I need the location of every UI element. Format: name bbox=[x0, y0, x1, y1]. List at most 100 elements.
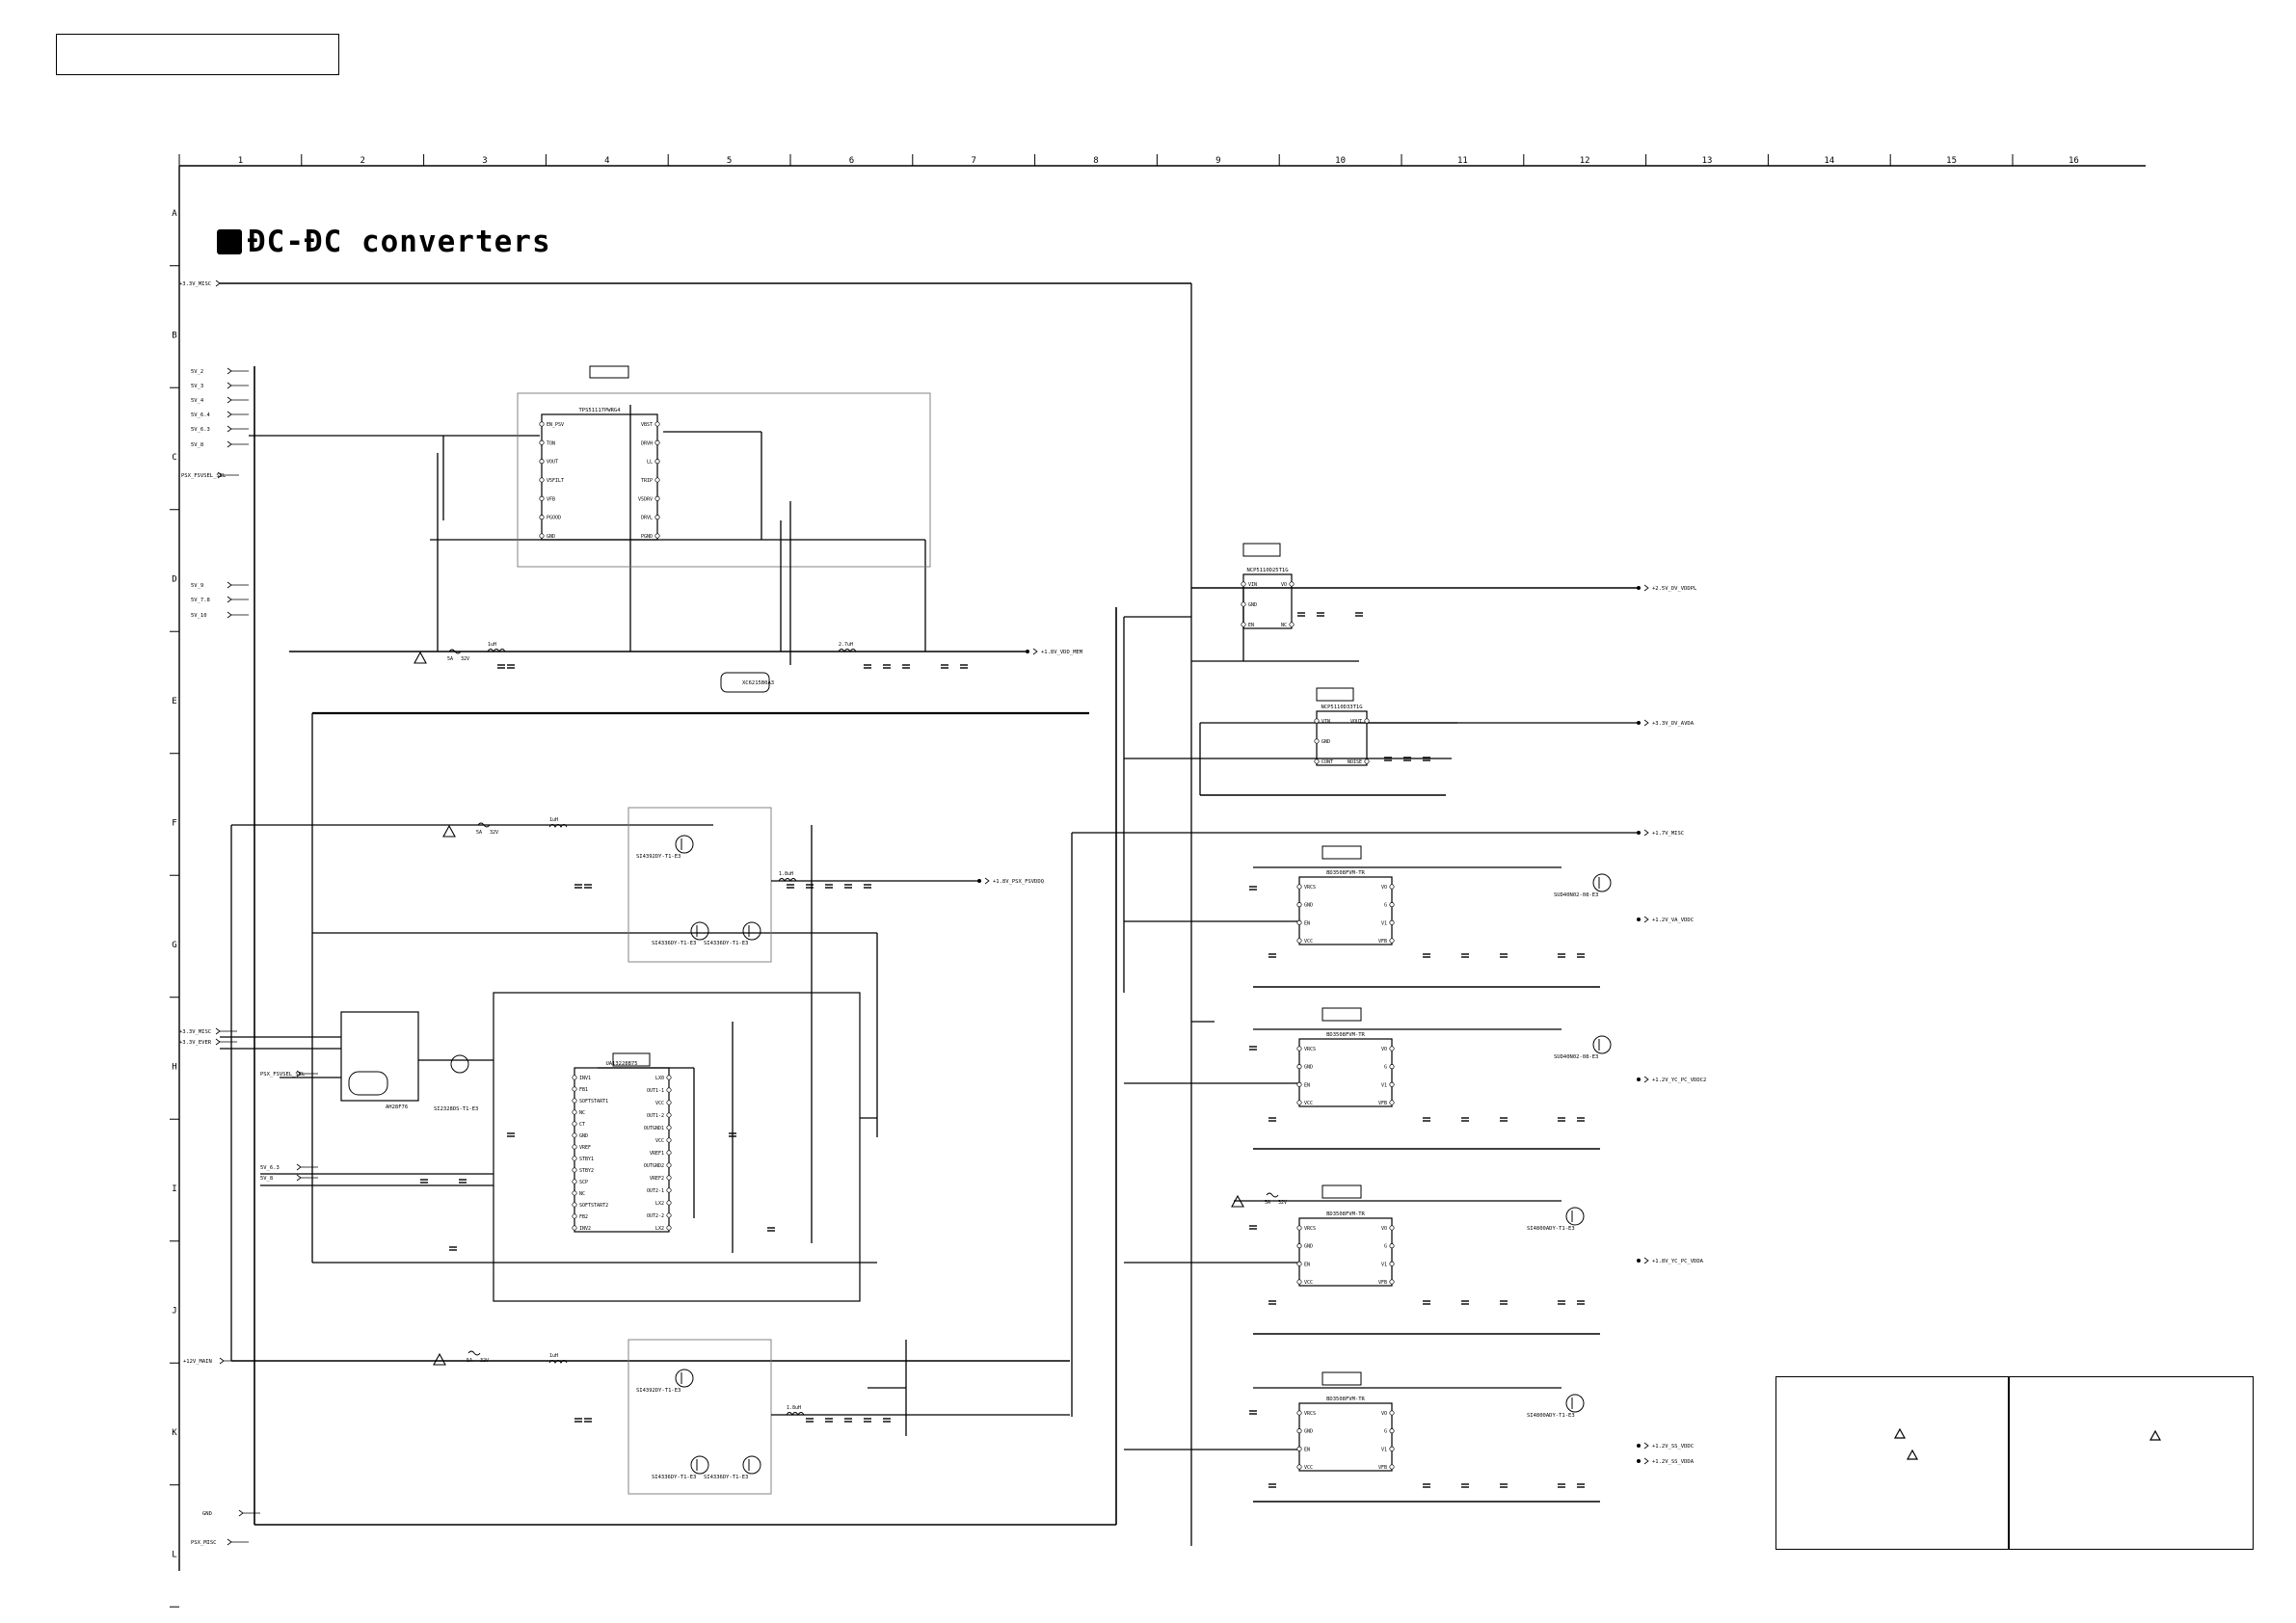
ic-pin-label: OUT2-1 bbox=[647, 1188, 664, 1194]
ic-pin bbox=[666, 1100, 672, 1105]
ic-pin bbox=[539, 495, 545, 501]
port-arrow bbox=[227, 382, 232, 389]
ic-pin bbox=[539, 533, 545, 539]
port-arrow bbox=[1643, 916, 1649, 923]
ic-pin-label: PGND bbox=[641, 534, 653, 540]
ic-pin-label: V5DRV bbox=[638, 496, 653, 502]
ic-pin-label: VFB bbox=[1378, 1465, 1387, 1471]
ic-pin-label: GND bbox=[1322, 739, 1330, 745]
transistor-label: XC6215B0A3 bbox=[742, 680, 774, 686]
ic-pin bbox=[1296, 1464, 1302, 1470]
ic-pin bbox=[572, 1109, 577, 1115]
ic-pin-label: CONT bbox=[1322, 759, 1333, 765]
ic-pin bbox=[539, 421, 545, 427]
mosfet-symbol bbox=[690, 921, 709, 941]
ic-pin bbox=[666, 1125, 672, 1131]
transistor-label: SI4336DY-T1-E3 bbox=[704, 1475, 748, 1480]
transistor-label: SI2328DS-T1-E3 bbox=[434, 1106, 478, 1112]
port-arrow bbox=[227, 411, 232, 418]
ic-pin bbox=[572, 1132, 577, 1138]
inductor-value: 2.7uH bbox=[839, 642, 853, 648]
ic-pin bbox=[572, 1190, 577, 1196]
ic-pin-label: SOFTSTART2 bbox=[579, 1203, 608, 1209]
row-label: L bbox=[172, 1551, 176, 1560]
ic-pin bbox=[1389, 1464, 1395, 1470]
ic-pin-label: VREF1 bbox=[650, 1151, 664, 1157]
output-port-label: +1.7V_MISC bbox=[1652, 831, 1684, 837]
ic-pin bbox=[539, 477, 545, 483]
fuse-voltage: 32V bbox=[480, 1358, 489, 1364]
ic-pin-label: DRVH bbox=[641, 440, 653, 446]
column-label: 4 bbox=[604, 156, 609, 166]
ic-pin bbox=[1296, 1046, 1302, 1051]
port-dot bbox=[1637, 1444, 1641, 1448]
ic-pin-label: SCP bbox=[579, 1180, 588, 1185]
inductor-symbol bbox=[548, 1360, 568, 1364]
input-port-label: 5V_9 bbox=[191, 583, 203, 589]
transistor-label: SI4336DY-T1-E3 bbox=[652, 1475, 696, 1480]
ic-pin-label: OUTGND1 bbox=[644, 1126, 664, 1131]
ic-pin-label: VRCS bbox=[1304, 1047, 1316, 1052]
ic-pin bbox=[654, 515, 660, 520]
ic-pin-label: VRCS bbox=[1304, 1226, 1316, 1232]
ic-part-number: UA13228B75 bbox=[605, 1061, 637, 1067]
ic-part-number: TPS51117PWRG4 bbox=[578, 408, 621, 413]
transistor-label: SI4800ADY-T1-E3 bbox=[1527, 1413, 1575, 1419]
ic-pin bbox=[1389, 1081, 1395, 1087]
input-port-label: PSX_MISC bbox=[191, 1540, 217, 1546]
ic-pin bbox=[666, 1137, 672, 1143]
port-arrow bbox=[296, 1174, 302, 1182]
port-arrow bbox=[215, 1027, 221, 1035]
row-label: J bbox=[172, 1307, 176, 1317]
ic-pin-label: OUT1-1 bbox=[647, 1088, 664, 1094]
ic-pin-label: EN bbox=[1248, 623, 1254, 628]
row-label: C bbox=[172, 453, 176, 463]
column-label: 9 bbox=[1215, 156, 1220, 166]
column-label: 16 bbox=[2069, 156, 2079, 166]
output-port-label: +1.2V_YC_PC_VDDC2 bbox=[1652, 1078, 1706, 1083]
fuse-symbol bbox=[467, 1350, 481, 1356]
mosfet-symbol bbox=[1592, 1035, 1612, 1054]
mosfet-symbol bbox=[690, 1455, 709, 1475]
ic-pin-label: EN_PSV bbox=[547, 422, 564, 428]
port-arrow bbox=[1643, 1257, 1649, 1264]
mosfet-symbols bbox=[348, 672, 1612, 1475]
ic-pin-label: NOISE bbox=[1348, 759, 1362, 765]
output-port-label: +1.2V_SS_VDDC bbox=[1652, 1444, 1694, 1450]
ic-pin-label: OUTGND2 bbox=[644, 1163, 664, 1169]
port-arrow bbox=[1643, 584, 1649, 592]
ic-pin-label: FB2 bbox=[579, 1214, 588, 1220]
drawing-frame bbox=[178, 165, 2146, 1571]
input-port-label: 5V_3 bbox=[191, 384, 203, 389]
input-port-label: PSX_FSVSEL_SEL bbox=[181, 473, 227, 479]
ic-part-number: BD3508FVM-TR bbox=[1326, 1211, 1365, 1217]
port-dot bbox=[977, 879, 981, 883]
port-arrow bbox=[238, 1509, 244, 1517]
ic-pin-label: SOFTSTART1 bbox=[579, 1099, 608, 1104]
ic-pin bbox=[1364, 718, 1370, 724]
ic-pin-label: G bbox=[1384, 1244, 1387, 1250]
input-ports: +3.3V_MISC5V_25V_35V_45V_6.45V_6.35V_8PS… bbox=[179, 279, 318, 1546]
column-label: 7 bbox=[971, 156, 975, 166]
input-port-label: 5V_4 bbox=[191, 398, 204, 404]
ic-pin bbox=[1241, 601, 1246, 607]
ic-pin bbox=[666, 1112, 672, 1118]
ic-pin-label: GND bbox=[579, 1133, 588, 1139]
ic-pin bbox=[654, 421, 660, 427]
ic-pin-label: VREF2 bbox=[650, 1176, 664, 1182]
ic-pin-label: VO bbox=[1381, 885, 1387, 891]
ic-pin-label: EN bbox=[1304, 1082, 1310, 1088]
ic-pin bbox=[1289, 622, 1295, 627]
fuse-voltage: 32V bbox=[1278, 1200, 1287, 1206]
transistor-label: SI4336DY-T1-E3 bbox=[652, 941, 696, 946]
input-port-label: +12V_MAIN bbox=[183, 1359, 212, 1365]
port-arrow bbox=[1643, 1457, 1649, 1465]
title-block-box bbox=[56, 34, 339, 75]
port-arrow bbox=[227, 440, 232, 448]
ic-pin bbox=[1296, 1243, 1302, 1249]
output-port-label: +1.8V_VDD_MEM bbox=[1041, 650, 1083, 655]
ic-pin bbox=[572, 1179, 577, 1184]
ic-pin bbox=[666, 1075, 672, 1080]
